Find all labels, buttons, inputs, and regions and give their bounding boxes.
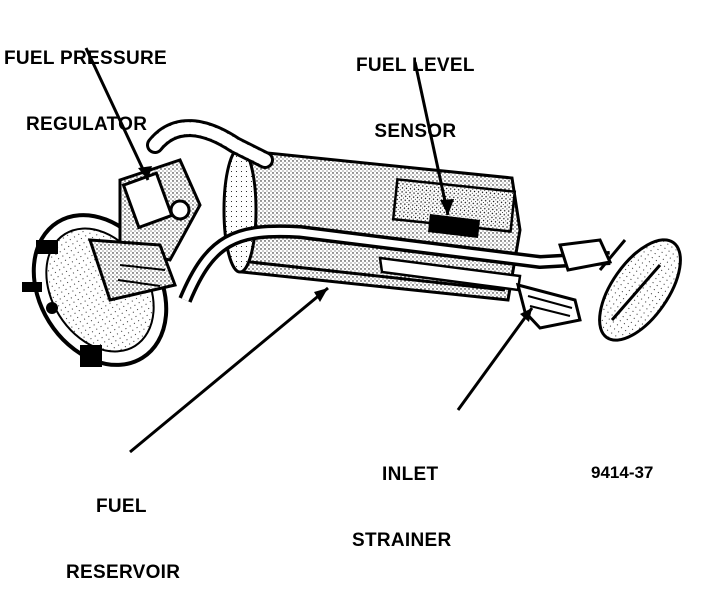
- leader-lines: [84, 47, 534, 454]
- label-fuel-reservoir-line-1: FUEL: [96, 496, 147, 517]
- label-fuel-level-sensor-line-1: FUEL LEVEL: [356, 55, 475, 76]
- leader-fuel-reservoir: [129, 286, 329, 454]
- label-inlet-strainer-line-2: STRAINER: [352, 530, 452, 551]
- leader-fuel-level-sensor: [413, 61, 450, 216]
- label-fuel-level-sensor: FUEL LEVEL SENSOR: [356, 11, 475, 165]
- fuel-level-sensor-arm: [178, 214, 611, 303]
- arrowhead-inlet-strainer: [520, 308, 532, 322]
- label-fuel-reservoir: FUEL RESERVOIR: [66, 452, 180, 606]
- arrowhead-fuel-reservoir: [314, 288, 328, 302]
- fuel-pump-module-illustration: [22, 47, 682, 454]
- label-fuel-pressure-regulator: FUEL PRESSURE REGULATOR: [4, 4, 167, 158]
- figure-number: 9414-37: [591, 463, 654, 482]
- leader-inlet-strainer: [456, 307, 534, 411]
- fuel-hose: [146, 119, 274, 169]
- label-fuel-pressure-regulator-line-1: FUEL PRESSURE: [4, 48, 167, 69]
- label-fuel-pressure-regulator-line-2: REGULATOR: [26, 114, 148, 135]
- inlet-strainer: [515, 282, 582, 330]
- arrowhead-fuel-pressure-regulator: [138, 166, 152, 180]
- label-fuel-level-sensor-line-2: SENSOR: [374, 121, 457, 142]
- label-inlet-strainer-line-1: INLET: [382, 464, 439, 485]
- fuel-pressure-regulator-body: [87, 158, 202, 302]
- fuel-level-float: [558, 238, 682, 342]
- label-inlet-strainer: INLET STRAINER: [352, 420, 452, 574]
- arrowhead-fuel-level-sensor: [440, 199, 454, 215]
- leader-fuel-pressure-regulator: [84, 47, 150, 181]
- label-fuel-reservoir-line-2: RESERVOIR: [66, 562, 181, 583]
